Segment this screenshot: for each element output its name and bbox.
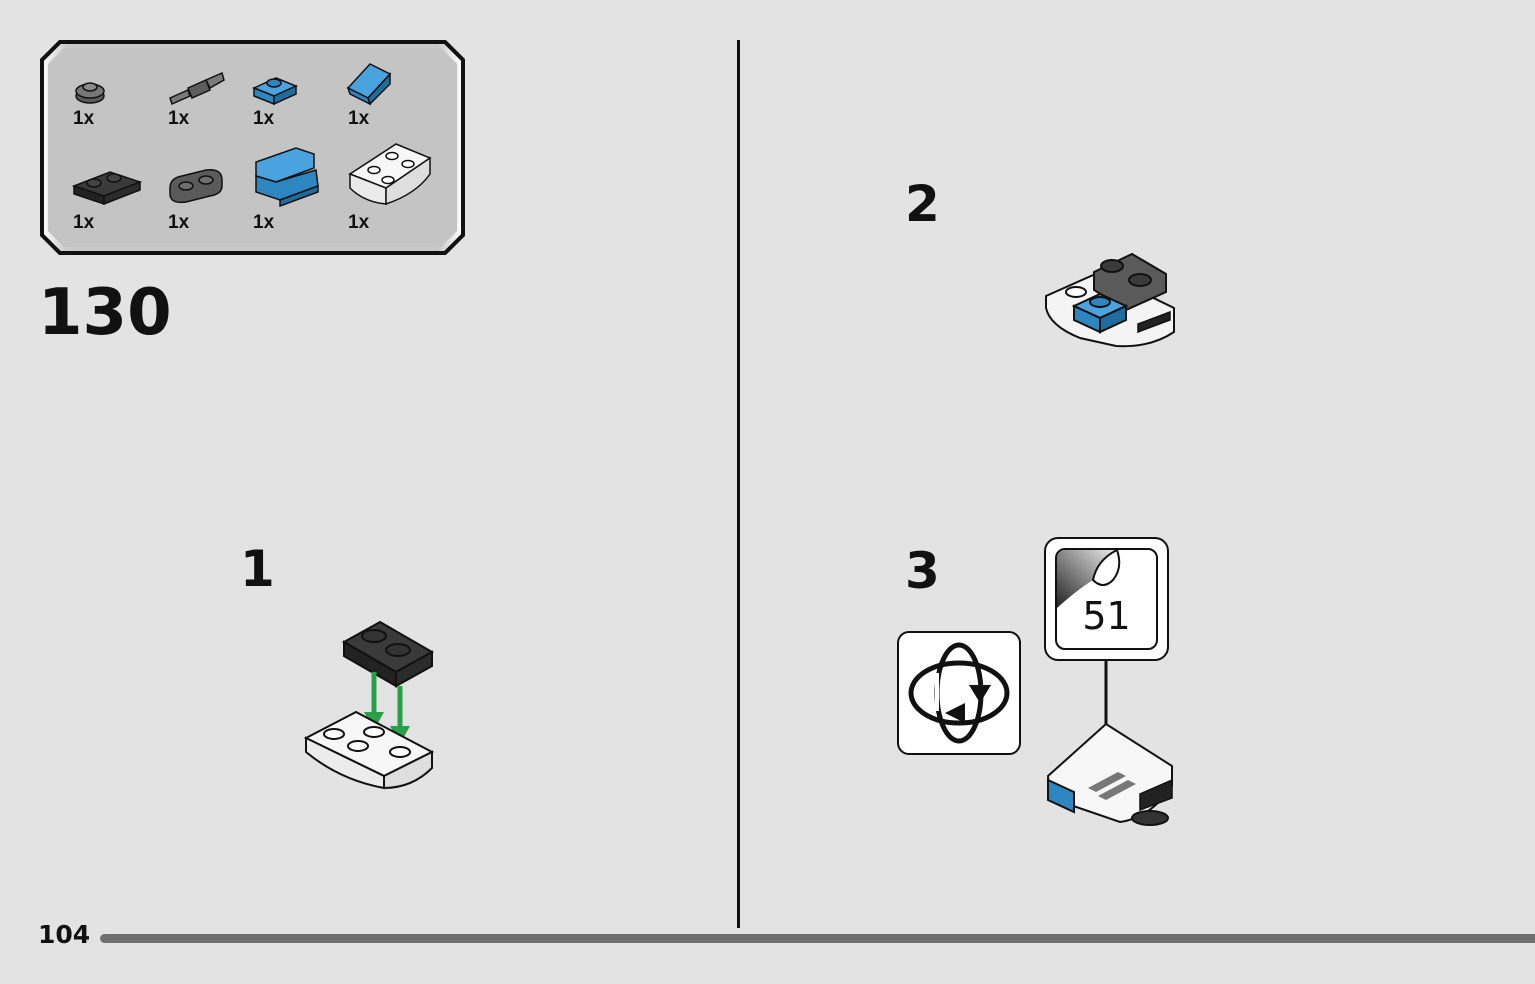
part-qty: 1x <box>168 108 190 129</box>
blue-panel-icon <box>255 147 319 208</box>
rounded-plate-icon <box>169 168 223 204</box>
step-1-label: 1 <box>240 540 275 598</box>
round-plate-icon <box>75 82 105 104</box>
part-qty: 1x <box>348 212 370 233</box>
step-3-illustration <box>1046 660 1173 826</box>
part-qty: 1x <box>73 108 95 129</box>
rotate-model-callout <box>897 631 1021 755</box>
page-progress-bar <box>100 934 1535 943</box>
blue-slope-icon <box>346 63 392 106</box>
page-number: 104 <box>38 920 91 949</box>
step-3-label: 3 <box>905 542 940 600</box>
part-qty: 1x <box>348 108 370 129</box>
part-qty: 1x <box>253 108 275 129</box>
step-2-illustration <box>1045 252 1175 348</box>
step-2-label: 2 <box>905 175 940 233</box>
sticker-peel-icon <box>1057 550 1121 608</box>
part-qty: 1x <box>253 212 275 233</box>
pin-axle-icon <box>169 71 225 106</box>
page-divider <box>737 40 740 928</box>
part-qty: 1x <box>168 212 190 233</box>
rotate-icon <box>908 642 1010 744</box>
step-1-illustration <box>303 620 435 790</box>
part-qty: 1x <box>73 212 95 233</box>
white-curved-slope-icon <box>348 143 432 206</box>
build-step-number: 130 <box>38 276 172 350</box>
black-plate-icon <box>72 171 142 206</box>
blue-plate-icon <box>252 77 298 106</box>
sticker-frame: 51 <box>1055 548 1158 650</box>
parts-list-callout: 1x 1x 1x 1x 1x 1x 1x <box>40 40 465 255</box>
sticker-callout: 51 <box>1044 537 1169 661</box>
sticker-number: 51 <box>1082 594 1131 638</box>
